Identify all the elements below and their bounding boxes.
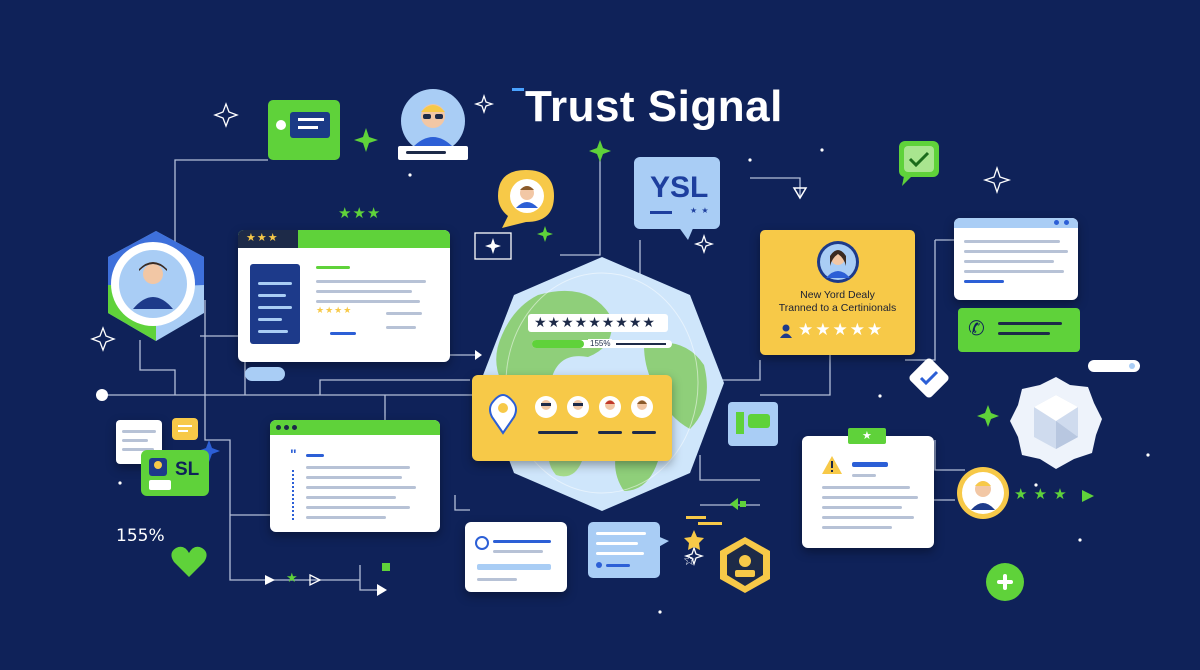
check-chat-icon bbox=[899, 141, 939, 186]
rating-stars-floating: ★★★ bbox=[338, 205, 382, 222]
review-list-card: " bbox=[270, 420, 440, 532]
testimonial-line-2: Tranned to a Certinionals bbox=[778, 302, 897, 314]
bottom-right-stars: ★ ★ ★ bbox=[1014, 486, 1068, 503]
page-title: Trust Signal bbox=[525, 82, 783, 131]
chat-card-icon bbox=[268, 100, 340, 160]
stat-percent: 155% bbox=[116, 526, 165, 546]
phone-icon: ✆ bbox=[968, 318, 985, 340]
sparkle-icon bbox=[198, 440, 220, 462]
rating-stars-browser: ★★★ bbox=[246, 232, 279, 244]
heart-icon bbox=[171, 546, 207, 577]
team-avatars bbox=[535, 396, 653, 418]
avatar-name-plate bbox=[398, 146, 468, 160]
star-frame-icon bbox=[474, 232, 512, 260]
checkmark bbox=[919, 370, 939, 386]
slider-handle[interactable] bbox=[245, 367, 285, 381]
chat-message-card bbox=[588, 522, 660, 578]
chat-bubble-icon bbox=[172, 418, 198, 440]
profile-hexagon bbox=[108, 231, 204, 341]
arrow-marker-star: ★ bbox=[286, 570, 298, 585]
ysl-stars: ★ ★ bbox=[690, 206, 710, 215]
testimonial-stars: ★★★★★ bbox=[798, 320, 885, 339]
rating-stars-small: ★★★★ bbox=[316, 305, 353, 315]
avatar-sunglasses bbox=[400, 88, 466, 154]
warning-icon bbox=[822, 456, 842, 474]
arrow-right-icon bbox=[1082, 490, 1094, 502]
crystal-sphere bbox=[1010, 377, 1102, 469]
title-accent bbox=[512, 88, 524, 91]
globe-rating-stars: ★★★★★★★★★ bbox=[534, 314, 656, 330]
arrow-marker-square bbox=[382, 563, 390, 571]
sl-badge-text: SL bbox=[175, 459, 200, 480]
bottom-star-icon: ☆ bbox=[683, 552, 696, 568]
testimonial-card: New Yord Dealy Tranned to a Certinionals… bbox=[760, 230, 915, 355]
browser-card-profile: ★★★ ★★★★ bbox=[238, 230, 450, 362]
clipboard-card bbox=[802, 436, 934, 548]
user-icon bbox=[780, 324, 792, 338]
line-decoration-2 bbox=[698, 522, 722, 525]
ysl-text: YSL bbox=[650, 171, 709, 204]
testimonial-avatar bbox=[817, 241, 859, 283]
clock-list-card bbox=[465, 522, 567, 592]
clipboard-clip: ★ bbox=[848, 428, 886, 444]
line-decoration bbox=[686, 516, 706, 519]
right-doc-card bbox=[954, 218, 1078, 300]
testimonial-line-1: New Yord Dealy bbox=[800, 289, 875, 301]
location-pin-icon bbox=[489, 393, 517, 435]
globe-progress-percent: 155% bbox=[588, 339, 613, 348]
phone-contact-card[interactable]: ✆ bbox=[958, 308, 1080, 352]
team-card bbox=[472, 375, 672, 461]
ysl-bubble-tail bbox=[678, 226, 694, 240]
chat-tail bbox=[655, 535, 669, 549]
sl-badge: SL bbox=[141, 450, 209, 496]
arrow-marker-right bbox=[730, 498, 746, 510]
add-button[interactable] bbox=[986, 563, 1024, 601]
reviewer-avatar bbox=[957, 467, 1009, 519]
certificate-badge-icon bbox=[720, 537, 770, 593]
speech-avatar-icon bbox=[498, 170, 554, 228]
globe-rating-panel bbox=[528, 314, 668, 332]
search-pill[interactable] bbox=[1088, 360, 1140, 372]
ysl-bubble: YSL ★ ★ bbox=[634, 157, 720, 229]
toggle-card-icon bbox=[728, 402, 778, 446]
